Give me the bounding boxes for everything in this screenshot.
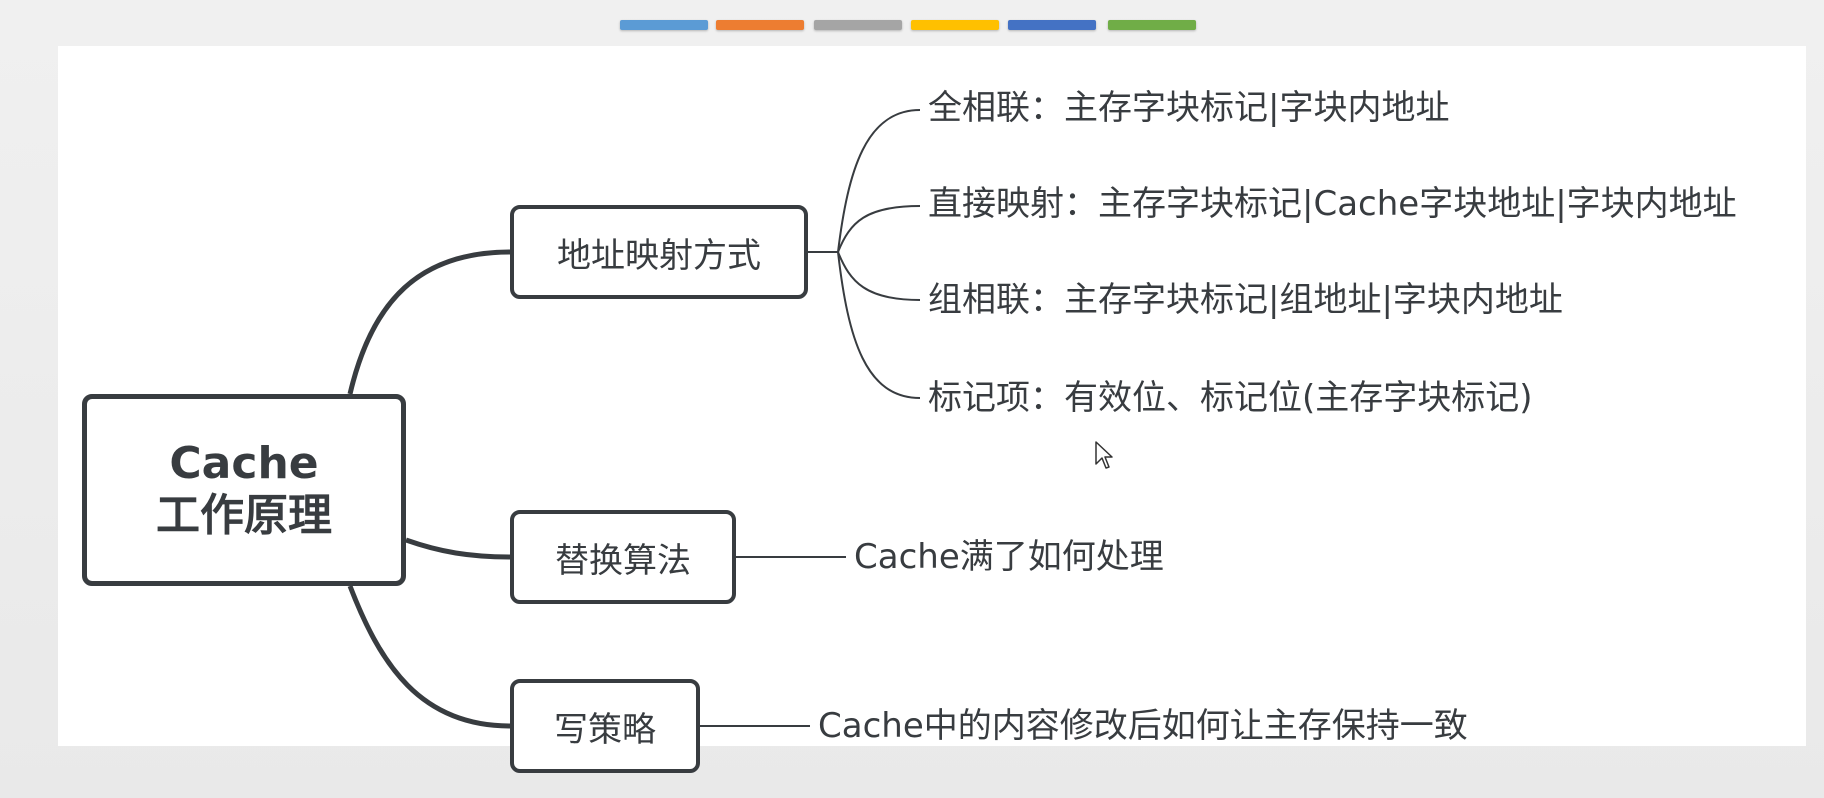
branch-node-replacement[interactable]: 替换算法 (510, 510, 736, 604)
branch-node-write-policy[interactable]: 写策略 (510, 679, 700, 773)
color-tab[interactable] (1108, 20, 1196, 30)
leaf-direct-mapping[interactable]: 直接映射：主存字块标记|Cache字块地址|字块内地址 (928, 184, 1737, 224)
leaf-tag-entry[interactable]: 标记项：有效位、标记位(主存字块标记) (928, 378, 1533, 418)
leaf-fully-associative[interactable]: 全相联：主存字块标记|字块内地址 (928, 88, 1450, 128)
color-tab[interactable] (911, 20, 999, 30)
color-tab[interactable] (620, 20, 708, 30)
root-node[interactable]: Cache 工作原理 (82, 394, 406, 586)
branch-node-address-mapping[interactable]: 地址映射方式 (510, 205, 808, 299)
color-tab[interactable] (814, 20, 902, 30)
root-title-line2: 工作原理 (156, 490, 332, 541)
branch-label: 替换算法 (555, 540, 691, 581)
root-title-line1: Cache (169, 438, 319, 490)
branch-label: 写策略 (554, 709, 656, 750)
mouse-cursor-icon (1095, 441, 1113, 469)
color-tab[interactable] (716, 20, 804, 30)
leaf-set-associative[interactable]: 组相联：主存字块标记|组地址|字块内地址 (928, 280, 1563, 320)
leaf-write-policy-description[interactable]: Cache中的内容修改后如何让主存保持一致 (818, 706, 1468, 746)
leaf-replacement-description[interactable]: Cache满了如何处理 (854, 537, 1164, 577)
branch-label: 地址映射方式 (557, 235, 761, 276)
color-tab[interactable] (1008, 20, 1096, 30)
